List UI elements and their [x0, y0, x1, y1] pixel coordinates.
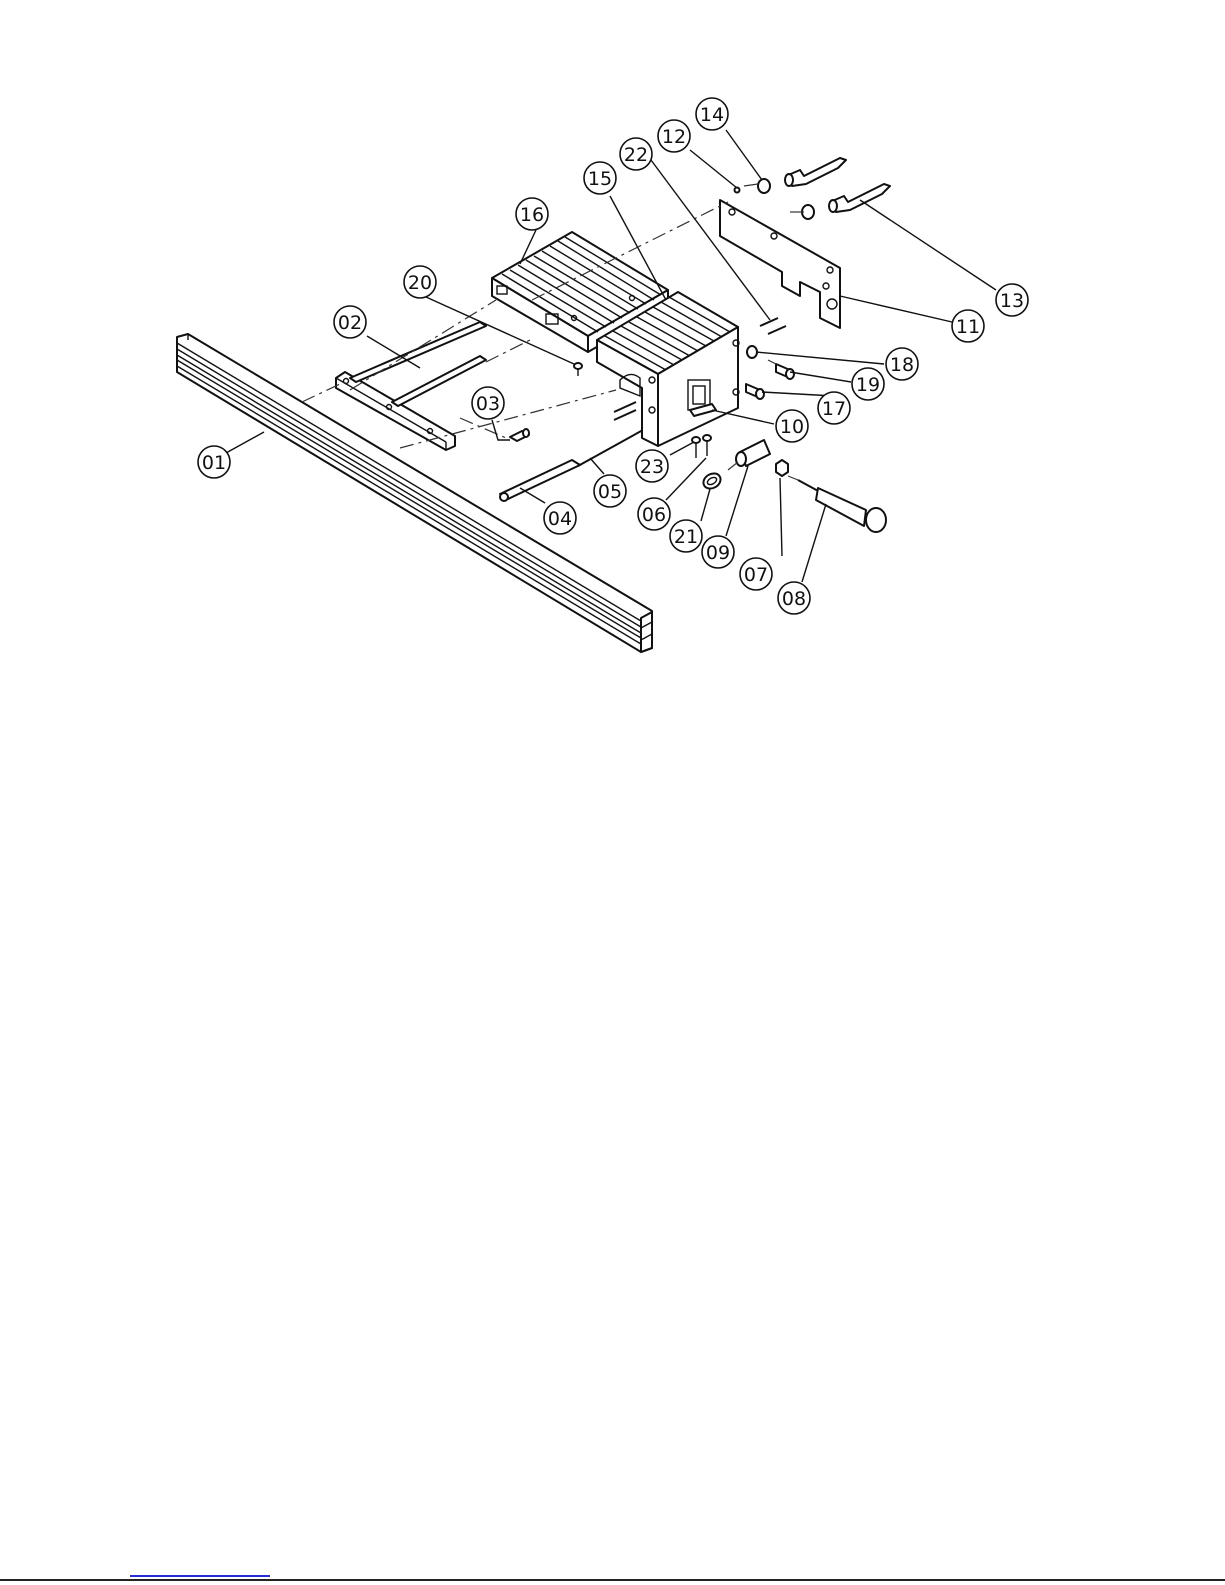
clamp-handle-part-lower [829, 184, 890, 212]
balloon-13: 13 [996, 284, 1028, 316]
balloon-label: 16 [520, 204, 544, 226]
balloon-label: 08 [782, 588, 806, 610]
balloon-12: 12 [658, 120, 690, 152]
balloon-label: 12 [662, 126, 686, 148]
pin-part [510, 429, 529, 441]
screw-part [735, 188, 740, 193]
balloon-label: 02 [338, 312, 362, 334]
balloon-09: 09 [702, 536, 734, 568]
balloon-label: 04 [548, 508, 572, 530]
balloon-01: 01 [198, 446, 230, 478]
balloon-04: 04 [544, 502, 576, 534]
balloon-06: 06 [638, 498, 670, 530]
balloon-20: 20 [404, 266, 436, 298]
balloon-label: 01 [202, 452, 226, 474]
balloon-07: 07 [740, 558, 772, 590]
balloon-label: 15 [588, 168, 612, 190]
balloon-label: 21 [674, 526, 698, 548]
balloon-label: 07 [744, 564, 768, 586]
pad-part [701, 470, 724, 491]
screw-part-20 [574, 363, 582, 376]
screw-part-23 [692, 437, 700, 458]
alignment-strips [614, 402, 636, 420]
balloon-label: 19 [856, 374, 880, 396]
footer-link-underline[interactable] [130, 1575, 270, 1577]
balloon-03: 03 [472, 387, 504, 419]
washer-part [758, 179, 770, 193]
long-pin-part [500, 460, 580, 501]
bolt-part-17 [746, 384, 764, 399]
balloon-23: 23 [636, 450, 668, 482]
screw-part-06 [703, 435, 711, 456]
balloon-22: 22 [620, 138, 652, 170]
balloon-21: 21 [670, 520, 702, 552]
bolt-part-19 [776, 364, 794, 379]
clamp-handle-part [785, 158, 846, 186]
balloon-18: 18 [886, 348, 918, 380]
balloon-label: 06 [642, 504, 666, 526]
bushing-part [736, 440, 770, 466]
balloon-14: 14 [696, 98, 728, 130]
nut-part [776, 460, 788, 476]
balloon-label: 05 [598, 481, 622, 503]
lock-handle-part [798, 480, 886, 532]
balloon-16: 16 [516, 198, 548, 230]
balloon-17: 17 [818, 392, 850, 424]
balloon-label: 17 [822, 398, 846, 420]
balloon-08: 08 [778, 582, 810, 614]
balloon-15: 15 [584, 162, 616, 194]
balloon-label: 14 [700, 104, 724, 126]
plate-part [720, 200, 840, 328]
strip-part [760, 318, 786, 334]
balloon-label: 13 [1000, 290, 1024, 312]
footer-rule [0, 1579, 1225, 1581]
balloon-label: 03 [476, 393, 500, 415]
fence-rail-part [177, 334, 652, 652]
balloon-label: 22 [624, 144, 648, 166]
balloon-02: 02 [334, 306, 366, 338]
balloon-10: 10 [776, 410, 808, 442]
washer-part-18 [747, 346, 757, 358]
balloon-05: 05 [594, 475, 626, 507]
balloon-11: 11 [952, 310, 984, 342]
balloon-label: 20 [408, 272, 432, 294]
balloon-label: 23 [640, 456, 664, 478]
balloon-label: 10 [780, 416, 804, 438]
balloon-label: 18 [890, 354, 914, 376]
balloon-label: 09 [706, 542, 730, 564]
balloon-19: 19 [852, 368, 884, 400]
balloon-label: 11 [956, 316, 980, 338]
